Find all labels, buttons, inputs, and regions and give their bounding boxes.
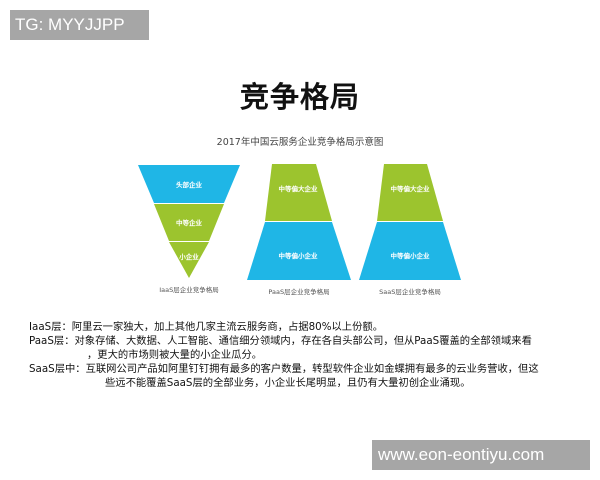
iaas-segment-bottom — [169, 242, 209, 278]
paas-desc-label: PaaS层： — [29, 335, 75, 347]
iaas-segment-middle — [154, 204, 224, 241]
saas-label-top: 中等偏大企业 — [391, 184, 431, 193]
iaas-caption: IaaS层企业竞争格局 — [159, 285, 219, 294]
page-title: 竞争格局 — [239, 80, 360, 114]
saas-description: SaaS层中： 互联网公司产品如阿里钉钉拥有最多的客户数量，转型软件企业如金蝶拥… — [29, 362, 589, 376]
saas-desc-text-2: 些远不能覆盖SaaS层的全部业务，小企业长尾明显，且仍有大量初创企业涌现。 — [105, 377, 471, 389]
saas-desc-label: SaaS层中： — [29, 363, 86, 375]
iaas-label-bottom: 小企业 — [178, 252, 199, 261]
description-block: IaaS层： 阿里云一家独大，加上其他几家主流云服务商，占据80%以上份额。 P… — [29, 320, 589, 390]
iaas-segment-top — [138, 165, 240, 203]
diagram-subtitle: 2017年中国云服务企业竞争格局示意图 — [216, 137, 384, 148]
paas-desc-text-1: 对象存储、大数据、人工智能、通信细分领域内，存在各自头部公司，但从PaaS覆盖的… — [74, 335, 532, 347]
paas-label-top: 中等偏大企业 — [279, 184, 319, 193]
saas-desc-text-1: 互联网公司产品如阿里钉钉拥有最多的客户数量，转型软件企业如金蝶拥有最多的云业务营… — [85, 363, 539, 375]
paas-caption: PaaS层企业竞争格局 — [268, 287, 329, 296]
saas-segment-top — [377, 164, 443, 221]
watermark-bottom: www.eon-eontiyu.com — [372, 440, 590, 470]
iaas-pyramid: 头部企业 中等企业 小企业 IaaS层企业竞争格局 — [138, 165, 240, 294]
watermark-top: TG: MYYJJPP — [10, 10, 149, 40]
paas-segment-top — [265, 164, 332, 221]
saas-trapezoid: 中等偏大企业 中等偏小企业 SaaS层企业竞争格局 — [359, 164, 461, 296]
iaas-desc-text: 阿里云一家独大，加上其他几家主流云服务商，占据80%以上份额。 — [71, 321, 383, 333]
paas-trapezoid: 中等偏大企业 中等偏小企业 PaaS层企业竞争格局 — [247, 164, 351, 296]
iaas-desc-label: IaaS层： — [29, 321, 72, 333]
paas-label-bottom: 中等偏小企业 — [279, 251, 319, 260]
paas-desc-text-2: ，更大的市场则被大量的小企业瓜分。 — [87, 349, 263, 361]
iaas-description: IaaS层： 阿里云一家独大，加上其他几家主流云服务商，占据80%以上份额。 — [29, 320, 589, 334]
paas-segment-bottom — [247, 222, 351, 280]
paas-description: PaaS层： 对象存储、大数据、人工智能、通信细分领域内，存在各自头部公司，但从… — [29, 334, 589, 348]
competition-diagram: 头部企业 中等企业 小企业 IaaS层企业竞争格局 中等偏大企业 中等偏小企业 … — [138, 164, 461, 296]
iaas-label-middle: 中等企业 — [176, 218, 203, 227]
saas-segment-bottom — [359, 222, 461, 280]
saas-caption: SaaS层企业竞争格局 — [379, 287, 441, 296]
iaas-label-top: 头部企业 — [176, 180, 203, 189]
saas-label-bottom: 中等偏小企业 — [391, 251, 431, 260]
